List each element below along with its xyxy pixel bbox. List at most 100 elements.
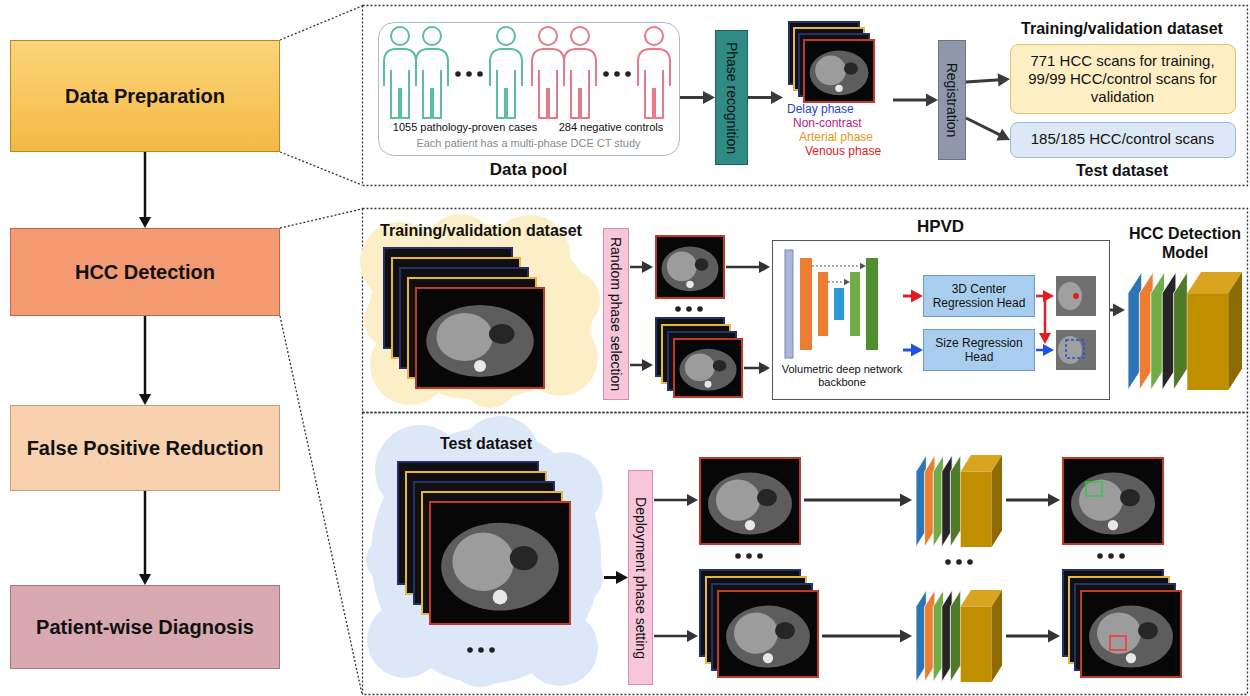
zoom-line [280, 316, 362, 694]
ellipsis-dot [1097, 553, 1103, 559]
arrow-connector [903, 289, 923, 302]
ct-frame [1063, 458, 1163, 544]
arrow-head [139, 394, 151, 405]
dataset-box: 185/185 HCC/control scansTest dataset [1010, 122, 1236, 158]
node-label: Non-contrast [793, 116, 862, 130]
model-block [961, 472, 992, 547]
arrow-head [860, 263, 866, 270]
person-icon [391, 27, 409, 45]
node-label: 771 HCC scans for training, 99/99 HCC/co… [1017, 52, 1228, 106]
zoom-line [280, 209, 362, 228]
node-label: 1055 pathology-proven cases [381, 121, 549, 134]
node-label: Phase recognition [723, 41, 740, 153]
arrow-head [139, 574, 151, 585]
arrow-connector [966, 73, 1010, 86]
arrow-connector [604, 571, 628, 584]
arrow-head [703, 91, 715, 104]
arrow-head [759, 261, 770, 273]
process-bar: Deployment phase setting [628, 470, 653, 685]
network-layer [866, 258, 878, 350]
stage-box: HCC Detection [10, 228, 280, 316]
network-layer [785, 250, 793, 358]
model-block [992, 455, 1002, 547]
ellipsis-dot [1119, 553, 1125, 559]
arrow-line [744, 367, 761, 370]
node-label: HCC Detection [75, 260, 215, 284]
ellipsis-dot [675, 306, 681, 312]
arrow-head [1048, 629, 1060, 642]
connector-line [748, 96, 773, 99]
stage-box: Data Preparation [10, 40, 280, 152]
arrow-head [998, 73, 1010, 86]
person-icon [645, 27, 663, 45]
ct-stomach [695, 258, 709, 270]
ct-body [726, 606, 810, 668]
ct-body [708, 473, 792, 535]
model-block [1228, 272, 1242, 390]
zoom-line [280, 6, 362, 40]
ellipsis-dot [945, 559, 951, 565]
process-bar: Registration [938, 40, 966, 160]
arrow-head [687, 630, 698, 642]
arrow-head [844, 279, 850, 286]
ct-liver [667, 252, 697, 282]
arrow-head [911, 289, 923, 302]
ct-frame [700, 458, 800, 544]
ct-frame [804, 40, 874, 102]
node-label: False Positive Reduction [27, 436, 264, 460]
ct-liver [436, 313, 492, 361]
person-icon [497, 27, 515, 45]
network-layer [800, 258, 812, 350]
arrow-head [1048, 493, 1060, 506]
ct-stomach [775, 622, 795, 639]
ellipsis-dot [686, 306, 692, 312]
ellipsis-dot [746, 553, 752, 559]
ct-liver [1079, 480, 1123, 521]
output-patch [1056, 330, 1096, 370]
arrow-line [1006, 499, 1050, 502]
arrow-connector [966, 118, 1010, 141]
person-icon [490, 49, 522, 118]
ct-spine [1126, 653, 1136, 663]
person-icon [423, 27, 441, 45]
arrow-head [759, 362, 770, 374]
arrow-head [911, 343, 923, 356]
arrow-connector [1110, 303, 1125, 316]
ct-liver [815, 55, 846, 85]
arrow-head [687, 494, 698, 506]
node-label: Registration [944, 63, 961, 138]
ct-stomach [1120, 489, 1140, 506]
ct-frame [718, 591, 818, 677]
size-box [1066, 340, 1084, 358]
model-block [992, 590, 1002, 682]
ellipsis-dot [614, 71, 620, 77]
ct-frame [1081, 591, 1181, 677]
arrow-connector [903, 343, 923, 356]
ct-liver [1097, 613, 1141, 654]
ct-spine [686, 281, 693, 288]
ellipsis-dot [603, 71, 609, 77]
skip-connection [812, 266, 860, 267]
network-box: HPVDVolumetric deep network backbone3D C… [772, 240, 1110, 400]
ct-body [679, 349, 736, 391]
stage-box: Patient-wise Diagnosis [10, 585, 280, 669]
arrow-line [654, 499, 689, 502]
ellipsis-dot [697, 306, 703, 312]
detection-box [1110, 636, 1126, 650]
connector-line [144, 152, 147, 219]
ct-liver [685, 354, 715, 382]
ct-frame [674, 339, 742, 397]
arrow-connector [139, 491, 151, 585]
ct-stomach [510, 546, 538, 570]
ct-body [1089, 606, 1173, 668]
person-icon [571, 27, 589, 45]
node-label: 284 negative controls [547, 121, 675, 134]
panel-frame [363, 209, 1248, 413]
arrow-connector [139, 316, 151, 405]
data-pool-box: 1055 pathology-proven cases284 negative … [378, 22, 680, 156]
network-layer [850, 272, 860, 336]
ct-stomach [844, 62, 858, 74]
panel-frame [363, 413, 1248, 695]
arrow-head [1113, 303, 1125, 316]
arrow-head [996, 129, 1010, 141]
